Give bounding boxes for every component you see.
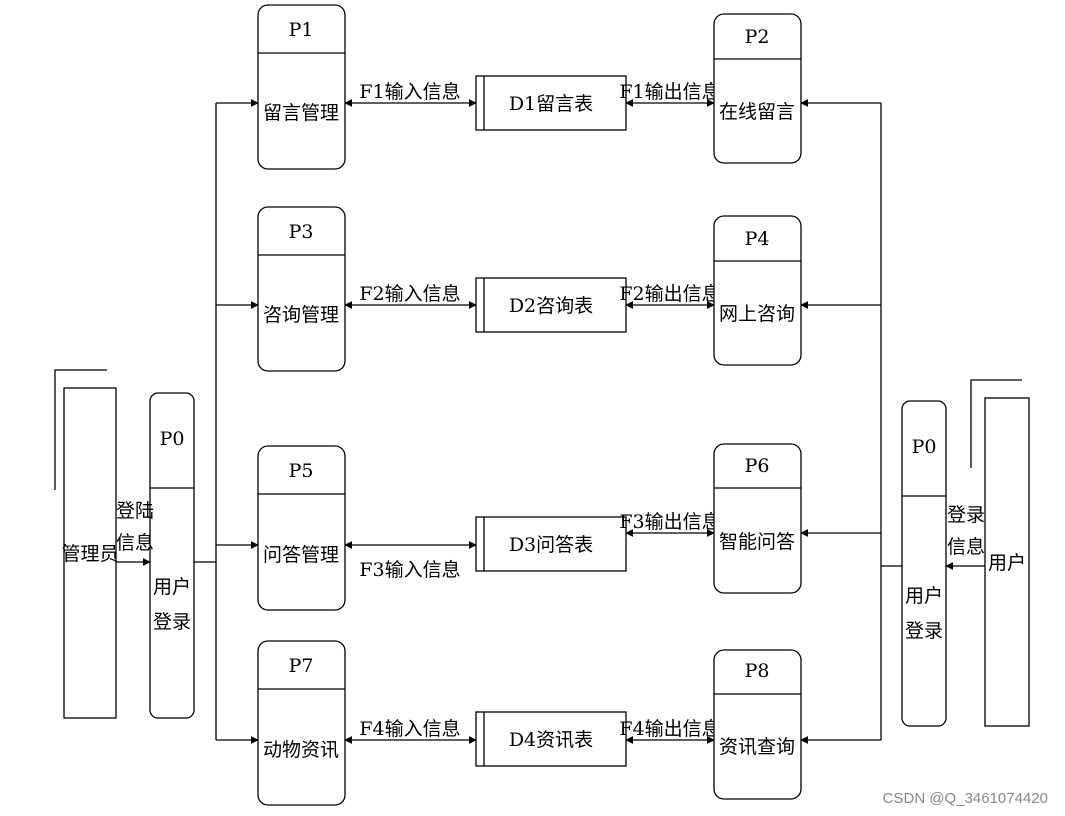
process-login-left: P0 用户 登录	[149, 392, 195, 719]
flow-f4-out-label: F4输出信息	[619, 718, 720, 740]
flow-admin-login-label-1: 登陆	[116, 500, 154, 522]
store-d4-label: D4资讯表	[509, 729, 593, 751]
process-p6-label: 智能问答	[719, 531, 795, 553]
entity-user-box	[984, 397, 1030, 727]
store-d1-box	[475, 75, 627, 131]
process-p4: P4 网上咨询	[713, 215, 802, 366]
flow-f3-in-label: F3输入信息	[359, 559, 460, 581]
store-d2: D2咨询表	[475, 277, 627, 333]
flow-admin-login-label-2: 信息	[116, 532, 154, 554]
process-login-right-id: P0	[912, 436, 937, 458]
process-p2-label: 在线留言	[719, 101, 795, 123]
process-p5-box	[257, 445, 346, 611]
process-p5-id: P5	[289, 460, 314, 482]
flow-f2-in-label: F2输入信息	[359, 283, 460, 305]
process-login-right-label-1: 用户	[905, 585, 943, 607]
process-p2-box	[713, 13, 802, 164]
process-p1: P1 留言管理	[257, 4, 346, 170]
store-d1: D1留言表	[475, 75, 627, 131]
process-p6-box	[713, 443, 802, 594]
store-d3-label: D3问答表	[509, 534, 593, 556]
process-p8-label: 资讯查询	[719, 736, 795, 758]
process-p3-id: P3	[289, 221, 314, 243]
process-p6-id: P6	[745, 455, 770, 477]
process-p2: P2 在线留言	[713, 13, 802, 164]
flow-user-login-label-2: 信息	[947, 536, 985, 558]
flow-f2-out-label: F2输出信息	[619, 283, 720, 305]
process-p4-label: 网上咨询	[719, 303, 795, 325]
process-p1-id: P1	[289, 19, 314, 41]
flow-f1-out-label: F1输出信息	[619, 81, 720, 103]
process-p1-box	[257, 4, 346, 170]
flow-user-login-label-1: 登录	[947, 504, 985, 526]
store-d3-box	[475, 516, 627, 572]
process-p3-label: 咨询管理	[263, 304, 339, 326]
process-p8: P8 资讯查询	[713, 649, 802, 800]
process-p7-label: 动物资讯	[263, 739, 339, 761]
process-p2-id: P2	[745, 26, 770, 48]
entity-user-shadow	[970, 379, 1022, 468]
process-p1-label: 留言管理	[263, 102, 339, 124]
process-p8-box	[713, 649, 802, 800]
process-login-left-label-2: 登录	[153, 611, 191, 633]
entity-admin-shadow	[54, 369, 107, 490]
entity-user-label: 用户	[988, 552, 1026, 574]
process-p7-id: P7	[289, 655, 314, 677]
flow-f4-in-label: F4输入信息	[359, 718, 460, 740]
process-p4-id: P4	[745, 228, 770, 250]
process-login-right: P0 用户 登录	[901, 400, 947, 727]
process-p7: P7 动物资讯	[257, 640, 346, 806]
process-login-left-label-1: 用户	[153, 576, 191, 598]
store-d3: D3问答表	[475, 516, 627, 572]
store-d4-box	[475, 711, 627, 767]
process-login-left-box	[149, 392, 195, 719]
process-login-left-id: P0	[160, 428, 185, 450]
flow-f1-in-label: F1输入信息	[359, 81, 460, 103]
process-login-right-label-2: 登录	[905, 620, 943, 642]
process-p8-id: P8	[745, 660, 770, 682]
entity-admin-box	[63, 387, 117, 719]
entity-user: 用户	[970, 379, 1030, 727]
process-p3-box	[257, 206, 346, 372]
flow-f3-out-label: F3输出信息	[619, 511, 720, 533]
store-d1-label: D1留言表	[509, 93, 593, 115]
store-d4: D4资讯表	[475, 711, 627, 767]
process-p5-label: 问答管理	[263, 544, 339, 566]
store-d2-label: D2咨询表	[509, 295, 593, 317]
watermark: CSDN @Q_3461074420	[883, 790, 1048, 807]
process-p7-box	[257, 640, 346, 806]
process-p3: P3 咨询管理	[257, 206, 346, 372]
process-p5: P5 问答管理	[257, 445, 346, 611]
process-p6: P6 智能问答	[713, 443, 802, 594]
entity-admin: 管理员	[54, 369, 119, 719]
entity-admin-label: 管理员	[61, 543, 118, 565]
process-p4-box	[713, 215, 802, 366]
